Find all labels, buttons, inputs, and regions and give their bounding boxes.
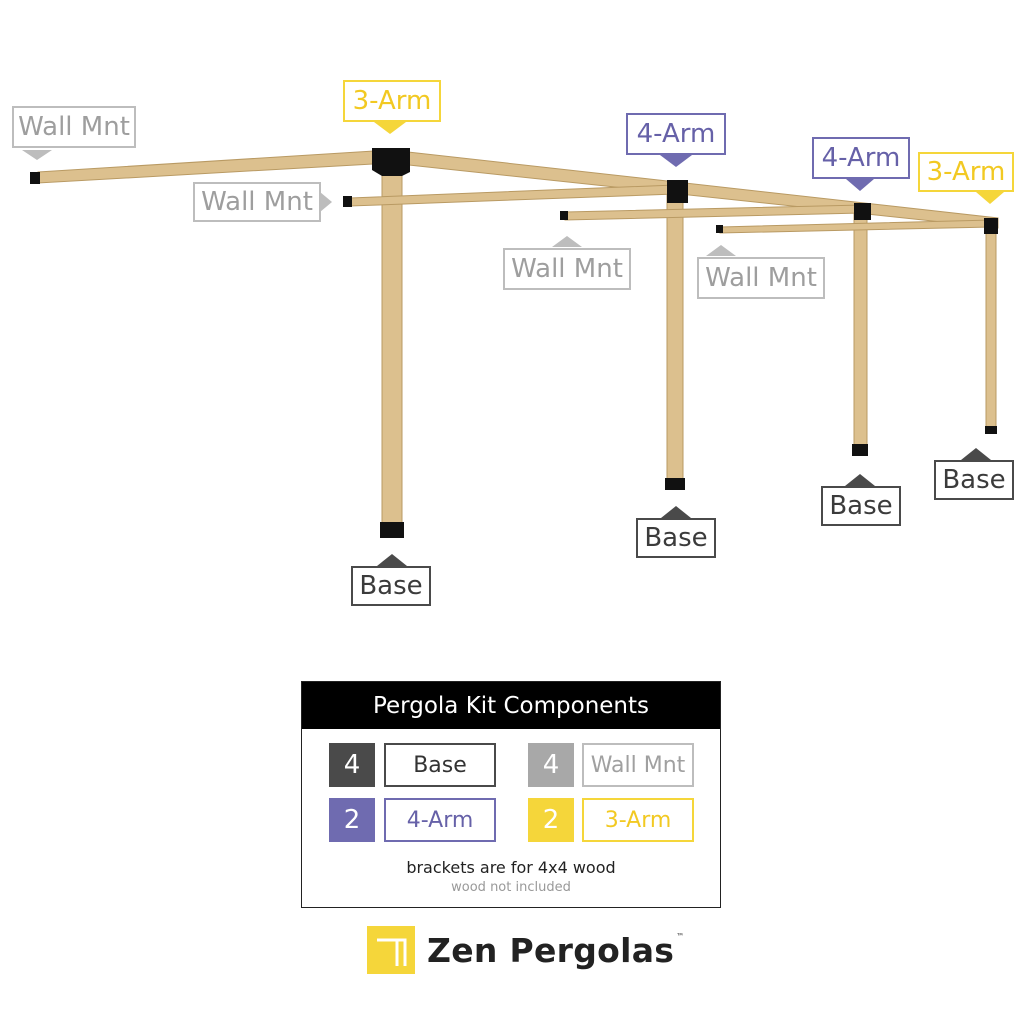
three-arm-label: 3-Arm xyxy=(582,798,694,842)
base-count: 4 xyxy=(329,743,375,787)
wood-not-included-note: wood not included xyxy=(451,880,571,895)
wall-mount-callout-3: Wall Mnt xyxy=(503,248,631,290)
zen-pergolas-logo-icon xyxy=(367,926,415,974)
base-bracket-4 xyxy=(985,426,997,434)
callout-pointers xyxy=(22,122,1004,566)
base-callout-2: Base xyxy=(636,518,716,558)
legend-title: Pergola Kit Components xyxy=(302,682,720,729)
posts xyxy=(381,169,997,527)
base-bracket-2 xyxy=(665,478,685,490)
wall-mount-callout-4: Wall Mnt xyxy=(697,257,825,299)
wall-mount-callout-1: Wall Mnt xyxy=(12,106,136,148)
three-arm-callout-1: 3-Arm xyxy=(343,80,441,122)
wall-mount-callout-2: Wall Mnt xyxy=(193,182,321,222)
wall-mount-bracket-4 xyxy=(716,225,723,233)
three-arm-count: 2 xyxy=(528,798,574,842)
post-1 xyxy=(381,169,403,527)
base-label: Base xyxy=(384,743,496,787)
three-arm-callout-2: 3-Arm xyxy=(918,152,1014,192)
four-arm-callout-1: 4-Arm xyxy=(626,113,726,155)
three-arm-bracket-1 xyxy=(372,148,410,176)
wall-mount-count: 4 xyxy=(528,743,574,787)
bracket-size-note: brackets are for 4x4 wood xyxy=(406,858,616,877)
three-arm-bracket-2 xyxy=(984,218,998,234)
four-arm-count: 2 xyxy=(329,798,375,842)
trademark-symbol: ™ xyxy=(676,931,685,941)
base-callout-4: Base xyxy=(934,460,1014,500)
wall-mount-bracket-3 xyxy=(560,211,568,220)
wall-mount-label: Wall Mnt xyxy=(582,743,694,787)
wall-mount-bracket-2 xyxy=(343,196,352,207)
base-bracket-3 xyxy=(852,444,868,456)
four-arm-label: 4-Arm xyxy=(384,798,496,842)
four-arm-bracket-1 xyxy=(667,180,688,203)
post-2 xyxy=(666,185,684,485)
base-callout-1: Base xyxy=(351,566,431,606)
post-4 xyxy=(985,224,997,431)
four-arm-callout-2: 4-Arm xyxy=(812,137,910,179)
base-bracket-1 xyxy=(380,522,404,538)
brand-logo-lockup: Zen Pergolas ™ xyxy=(367,925,684,975)
four-arm-bracket-2 xyxy=(854,203,871,220)
base-callout-3: Base xyxy=(821,486,901,526)
rafter-2 xyxy=(564,204,863,221)
brackets xyxy=(30,148,998,538)
post-3 xyxy=(853,209,868,451)
components-legend: Pergola Kit Components 4 Base 4 Wall Mnt… xyxy=(301,681,721,908)
brand-name: Zen Pergolas xyxy=(427,930,675,970)
wall-mount-bracket-1 xyxy=(30,172,40,184)
